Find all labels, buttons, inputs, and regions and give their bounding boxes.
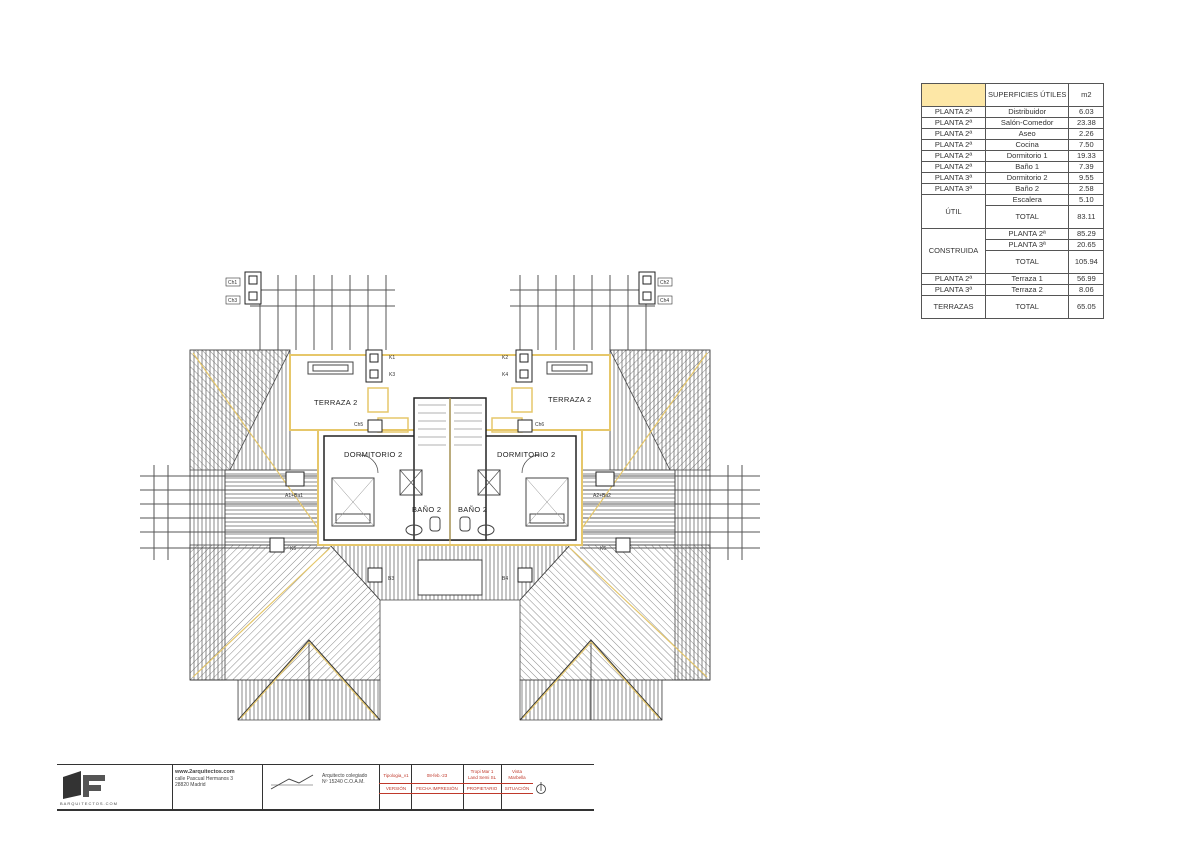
- tag-ch5: Ch5: [354, 422, 363, 428]
- title-block: BARQUITECTOS.COM www.2arquitectos.com ca…: [57, 764, 594, 811]
- print-date-value: 08-feb.-23: [426, 773, 448, 778]
- tag-k4: K4: [502, 372, 508, 378]
- firm-url[interactable]: www.2arquitectos.com: [175, 769, 235, 775]
- site-label: SITUACIÓN: [504, 786, 530, 791]
- tag-a2: A2+Ba2: [593, 493, 611, 499]
- util-label: ÚTIL: [921, 194, 986, 229]
- room-bano-left: BAÑO 2: [412, 505, 441, 514]
- tag-k5: K5: [290, 546, 296, 552]
- tag-k2: K2: [502, 355, 508, 361]
- signature-icon: [270, 774, 314, 790]
- table-header-superficies: SUPERFICIES ÚTILES: [984, 83, 1070, 107]
- firm-address-1: calle Pascual Hermanos 3: [175, 775, 234, 782]
- table-header-blank: [921, 83, 986, 107]
- roof: [189, 349, 711, 721]
- architect-line-2: Nº 15240 C.O.A.M.: [322, 779, 365, 785]
- pergola-top-left: [250, 275, 395, 350]
- version-value: Tipologia_v1: [383, 773, 409, 778]
- tag-ch4: Ch4: [660, 298, 669, 304]
- version-label: VERSIÓN: [385, 786, 407, 791]
- tag-a1: A1+Ba1: [285, 493, 303, 499]
- print-date-label: FECHA IMPRESIÓN: [416, 786, 458, 791]
- architect-info: Arquitecto colegiado Nº 15240 C.O.A.M.: [322, 773, 374, 785]
- firm-address-2: 28820 Madrid: [175, 782, 206, 788]
- room-bano-right: BAÑO 2: [458, 505, 487, 514]
- construida-label: CONSTRUIDA: [921, 228, 986, 274]
- tag-k3: K3: [389, 372, 395, 378]
- chimney-symbols: [244, 271, 656, 583]
- tag-ch2: Ch2: [660, 280, 669, 286]
- pergola-top-right: [510, 275, 655, 350]
- owner-label: PROPIETARIO: [466, 786, 498, 791]
- upper-floor: [289, 354, 611, 596]
- tag-b4: B4: [502, 576, 508, 582]
- table-header-m2: m2: [1068, 83, 1105, 107]
- tag-ch1: Ch1: [228, 280, 237, 286]
- tag-b3: B3: [388, 576, 394, 582]
- firm-info: www.2arquitectos.com calle Pascual Herma…: [175, 769, 235, 789]
- tag-k6: K6: [600, 546, 606, 552]
- firm-brand: BARQUITECTOS.COM: [60, 801, 118, 806]
- tag-ch3: Ch3: [228, 298, 237, 304]
- north-arrow-icon: [536, 782, 546, 794]
- room-dormitorio-right: DORMITORIO 2: [497, 450, 555, 459]
- tag-ch6: Ch6: [535, 422, 544, 428]
- room-dormitorio-left: DORMITORIO 2: [344, 450, 402, 459]
- architect-line-1: Arquitecto colegiado: [322, 773, 368, 779]
- hip-lines: [192, 352, 708, 719]
- firm-logo-icon: [63, 771, 105, 799]
- tag-k1: K1: [389, 355, 395, 361]
- room-terraza-left: TERRAZA 2: [314, 398, 358, 407]
- room-terraza-right: TERRAZA 2: [548, 395, 592, 404]
